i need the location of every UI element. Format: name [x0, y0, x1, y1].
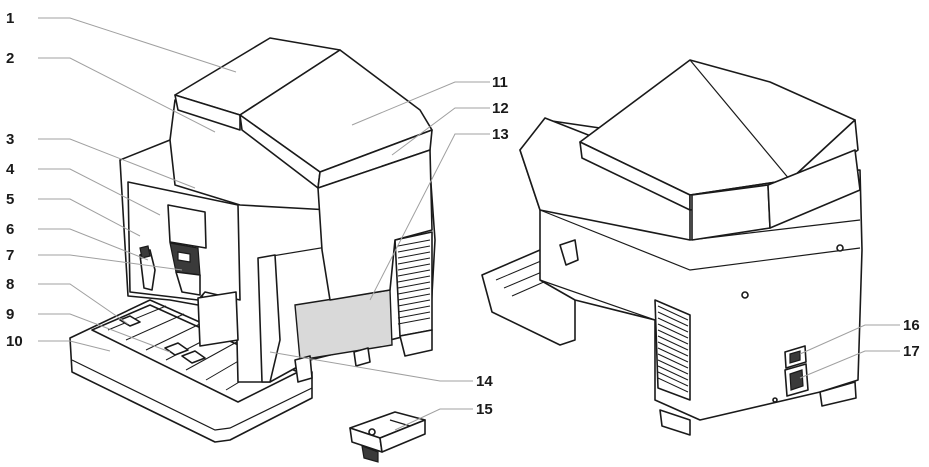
- callout-6: 6: [6, 221, 14, 238]
- callout-2: 2: [6, 50, 14, 67]
- callout-labels: 1 2 3 4 5 6 7 8 9 10 11 12 13 14 15 16 1…: [6, 10, 920, 418]
- callout-10: 10: [6, 333, 23, 350]
- power-socket: [784, 363, 809, 397]
- callout-5: 5: [6, 191, 14, 208]
- callout-14: 14: [476, 373, 493, 390]
- callout-1: 1: [6, 10, 14, 27]
- coffee-spout: [169, 242, 201, 296]
- rear-vent: [654, 299, 691, 401]
- brewing-unit: [349, 411, 426, 463]
- callout-3: 3: [6, 131, 14, 148]
- callout-4: 4: [6, 161, 15, 178]
- callout-7: 7: [6, 247, 14, 264]
- callout-9: 9: [6, 306, 14, 323]
- water-tank: [317, 149, 433, 301]
- callout-11: 11: [492, 74, 508, 91]
- display: [167, 204, 207, 249]
- power-switch: [784, 345, 807, 369]
- front-vent: [394, 231, 433, 337]
- rear-machine: [481, 59, 863, 436]
- callout-8: 8: [6, 276, 14, 293]
- front-machine: [69, 37, 436, 443]
- callout-leaders: [38, 17, 900, 431]
- callout-15: 15: [476, 401, 493, 418]
- callout-17: 17: [903, 343, 920, 360]
- callout-16: 16: [903, 317, 920, 334]
- callout-13: 13: [492, 126, 509, 143]
- callout-12: 12: [492, 100, 509, 117]
